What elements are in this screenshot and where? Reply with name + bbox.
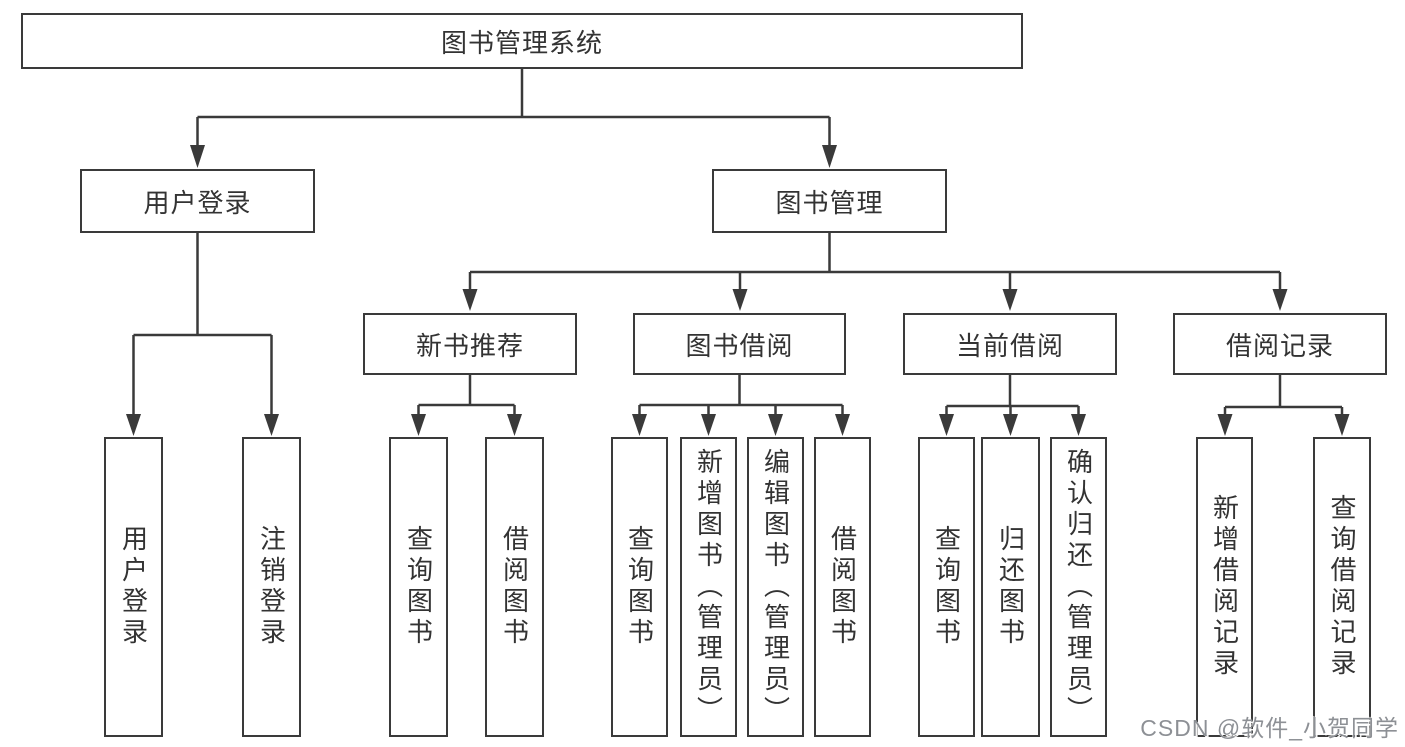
node-current-query-books: 查询图书 (918, 437, 975, 737)
node-recommend-query-books-label: 查询图书 (403, 525, 434, 649)
node-root-label: 图书管理系统 (440, 27, 603, 58)
node-borrow-borrow-books: 借阅图书 (814, 437, 871, 737)
node-user-login-action-label: 用户登录 (118, 525, 149, 649)
node-new-book-recommend: 新书推荐 (363, 313, 577, 375)
node-current-query-books-label: 查询图书 (931, 525, 962, 649)
node-records-query-record: 查询借阅记录 (1313, 437, 1371, 737)
node-user-login: 用户登录 (80, 169, 315, 233)
node-logout-action: 注销登录 (242, 437, 301, 737)
node-borrow-edit-books-admin: 编辑图书（管理员） (747, 437, 804, 737)
node-borrow-add-books-admin-label: 新增图书（管理员） (693, 447, 724, 727)
node-borrow-query-books: 查询图书 (611, 437, 668, 737)
node-new-book-recommend-label: 新书推荐 (415, 330, 524, 361)
node-logout-action-label: 注销登录 (256, 525, 287, 649)
node-current-return-books-label: 归还图书 (995, 525, 1026, 649)
node-user-login-action: 用户登录 (104, 437, 163, 737)
node-current-borrowing: 当前借阅 (903, 313, 1117, 375)
node-current-confirm-return-admin-label: 确认归还（管理员） (1063, 447, 1094, 727)
node-book-borrowing: 图书借阅 (633, 313, 846, 375)
node-recommend-borrow-books-label: 借阅图书 (499, 525, 530, 649)
node-current-return-books: 归还图书 (981, 437, 1040, 737)
node-book-management-label: 图书管理 (775, 187, 884, 218)
node-borrow-query-books-label: 查询图书 (624, 525, 655, 649)
node-recommend-borrow-books: 借阅图书 (485, 437, 544, 737)
node-recommend-query-books: 查询图书 (389, 437, 448, 737)
node-borrow-borrow-books-label: 借阅图书 (827, 525, 858, 649)
arrowheads (126, 145, 1350, 436)
node-book-management: 图书管理 (712, 169, 947, 233)
node-borrowing-records: 借阅记录 (1173, 313, 1387, 375)
node-current-borrowing-label: 当前借阅 (955, 330, 1064, 361)
node-borrowing-records-label: 借阅记录 (1225, 330, 1334, 361)
node-user-login-label: 用户登录 (143, 187, 252, 218)
node-records-add-record: 新增借阅记录 (1196, 437, 1253, 737)
node-records-query-record-label: 查询借阅记录 (1327, 494, 1357, 680)
node-records-add-record-label: 新增借阅记录 (1209, 494, 1240, 680)
node-current-confirm-return-admin: 确认归还（管理员） (1050, 437, 1107, 737)
csdn-watermark: CSDN @软件_小贺同学 (1140, 715, 1399, 741)
node-borrow-add-books-admin: 新增图书（管理员） (680, 437, 737, 737)
node-root: 图书管理系统 (21, 13, 1023, 69)
node-borrow-edit-books-admin-label: 编辑图书（管理员） (760, 447, 791, 727)
node-book-borrowing-label: 图书借阅 (685, 330, 794, 361)
